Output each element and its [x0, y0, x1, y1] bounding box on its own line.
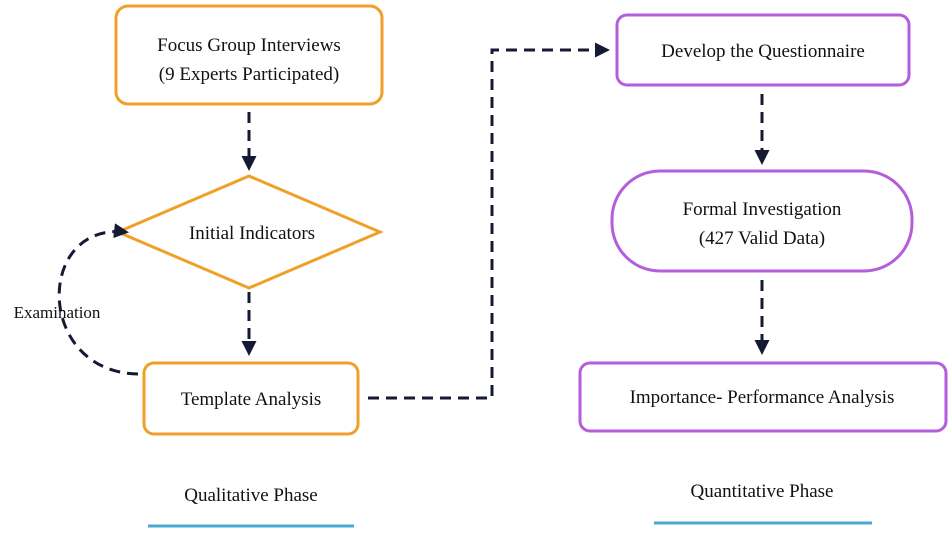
- template-analysis-label: Template Analysis: [181, 389, 322, 410]
- focus-group-box: [114, 4, 384, 106]
- quantitative-phase-label: Quantitative Phase: [691, 481, 834, 502]
- formal-investigation-line1: Formal Investigation: [683, 199, 842, 220]
- arrow-template-to-questionnaire: [368, 42, 610, 400]
- questionnaire-box: [615, 13, 911, 87]
- qualitative-phase-label: Qualitative Phase: [184, 485, 318, 506]
- initial-indicators-diamond: [114, 174, 384, 290]
- examination-label: Examination: [14, 303, 101, 322]
- formal-investigation-box: [610, 169, 914, 273]
- focus-group-line1: Focus Group Interviews: [157, 35, 341, 56]
- formal-investigation-line2: (427 Valid Data): [699, 228, 825, 249]
- ipa-box: [578, 361, 948, 433]
- questionnaire-label: Develop the Questionnaire: [661, 41, 865, 62]
- focus-group-line2: (9 Experts Participated): [159, 64, 339, 85]
- template-analysis-box: [142, 361, 360, 436]
- arrow-examination-loop: [57, 223, 139, 376]
- initial-indicators-label: Initial Indicators: [189, 223, 315, 244]
- ipa-label: Importance- Performance Analysis: [630, 387, 895, 408]
